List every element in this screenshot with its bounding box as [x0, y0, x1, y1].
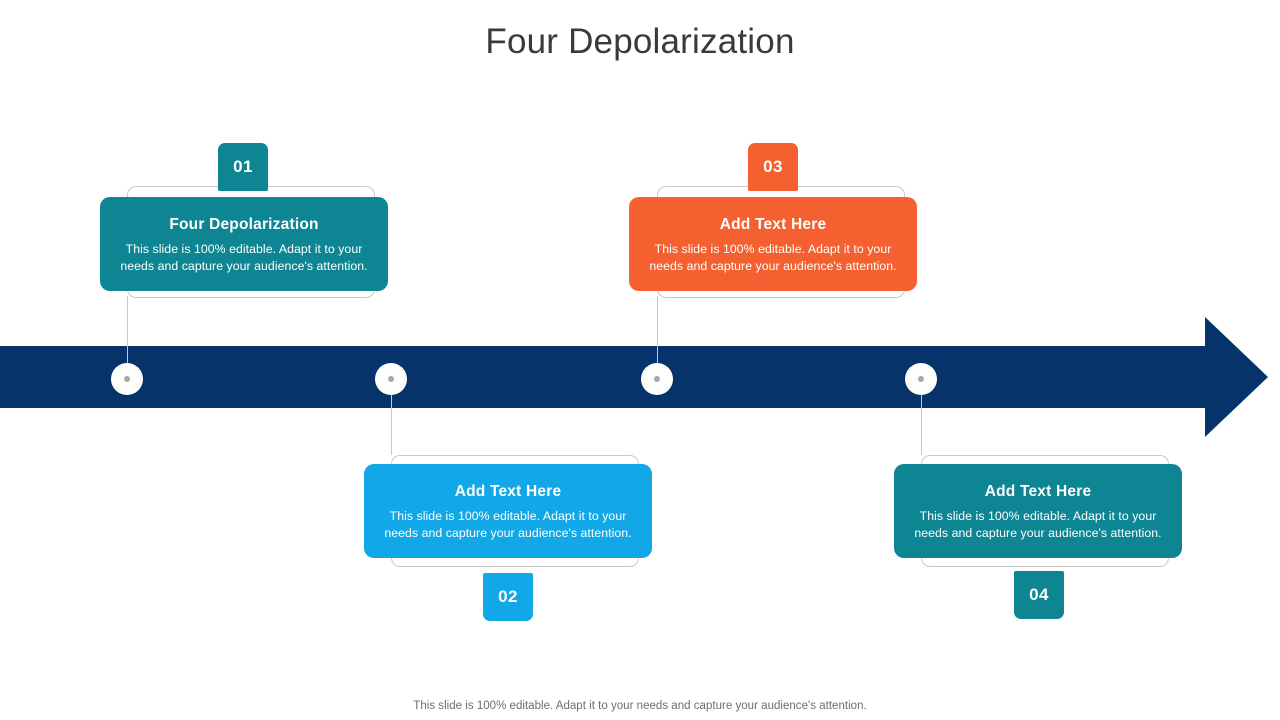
- step-badge-04[interactable]: 04: [1014, 571, 1064, 619]
- step-badge-02[interactable]: 02: [483, 573, 533, 621]
- connector-stem-01: [127, 296, 128, 379]
- page-title: Four Depolarization: [485, 22, 795, 61]
- step-badge-label-03: 03: [763, 157, 783, 176]
- step-badge-label-04: 04: [1029, 585, 1049, 604]
- step-card-heading-01: Four Depolarization: [169, 216, 319, 233]
- step-card-04[interactable]: Add Text Here This slide is 100% editabl…: [894, 464, 1182, 558]
- timeline-node-03[interactable]: [641, 363, 673, 395]
- footer-note: This slide is 100% editable. Adapt it to…: [413, 700, 867, 712]
- step-card-body-03: This slide is 100% editable. Adapt it to…: [649, 242, 897, 273]
- node-dot-icon: [388, 376, 394, 382]
- step-card-body-04: This slide is 100% editable. Adapt it to…: [914, 509, 1162, 540]
- connector-stem-03: [657, 296, 658, 379]
- timeline-arrow: [0, 317, 1268, 437]
- step-card-01[interactable]: Four Depolarization This slide is 100% e…: [100, 197, 388, 291]
- step-card-heading-02: Add Text Here: [454, 483, 562, 500]
- node-dot-icon: [124, 376, 130, 382]
- step-card-02[interactable]: Add Text Here This slide is 100% editabl…: [364, 464, 652, 558]
- node-dot-icon: [918, 376, 924, 382]
- step-badge-03[interactable]: 03: [748, 143, 798, 191]
- timeline-node-01[interactable]: [111, 363, 143, 395]
- step-badge-01[interactable]: 01: [218, 143, 268, 191]
- timeline-node-04[interactable]: [905, 363, 937, 395]
- step-card-body-01: This slide is 100% editable. Adapt it to…: [120, 242, 368, 273]
- node-dot-icon: [654, 376, 660, 382]
- arrow-shape: [0, 317, 1268, 437]
- step-badge-label-02: 02: [498, 587, 518, 606]
- connector-stem-04: [921, 379, 922, 455]
- step-card-heading-03: Add Text Here: [719, 216, 827, 233]
- step-card-body-02: This slide is 100% editable. Adapt it to…: [384, 509, 632, 540]
- step-card-heading-04: Add Text Here: [984, 483, 1092, 500]
- step-badge-label-01: 01: [233, 157, 253, 176]
- connector-stem-02: [391, 379, 392, 455]
- step-card-03[interactable]: Add Text Here This slide is 100% editabl…: [629, 197, 917, 291]
- timeline-node-02[interactable]: [375, 363, 407, 395]
